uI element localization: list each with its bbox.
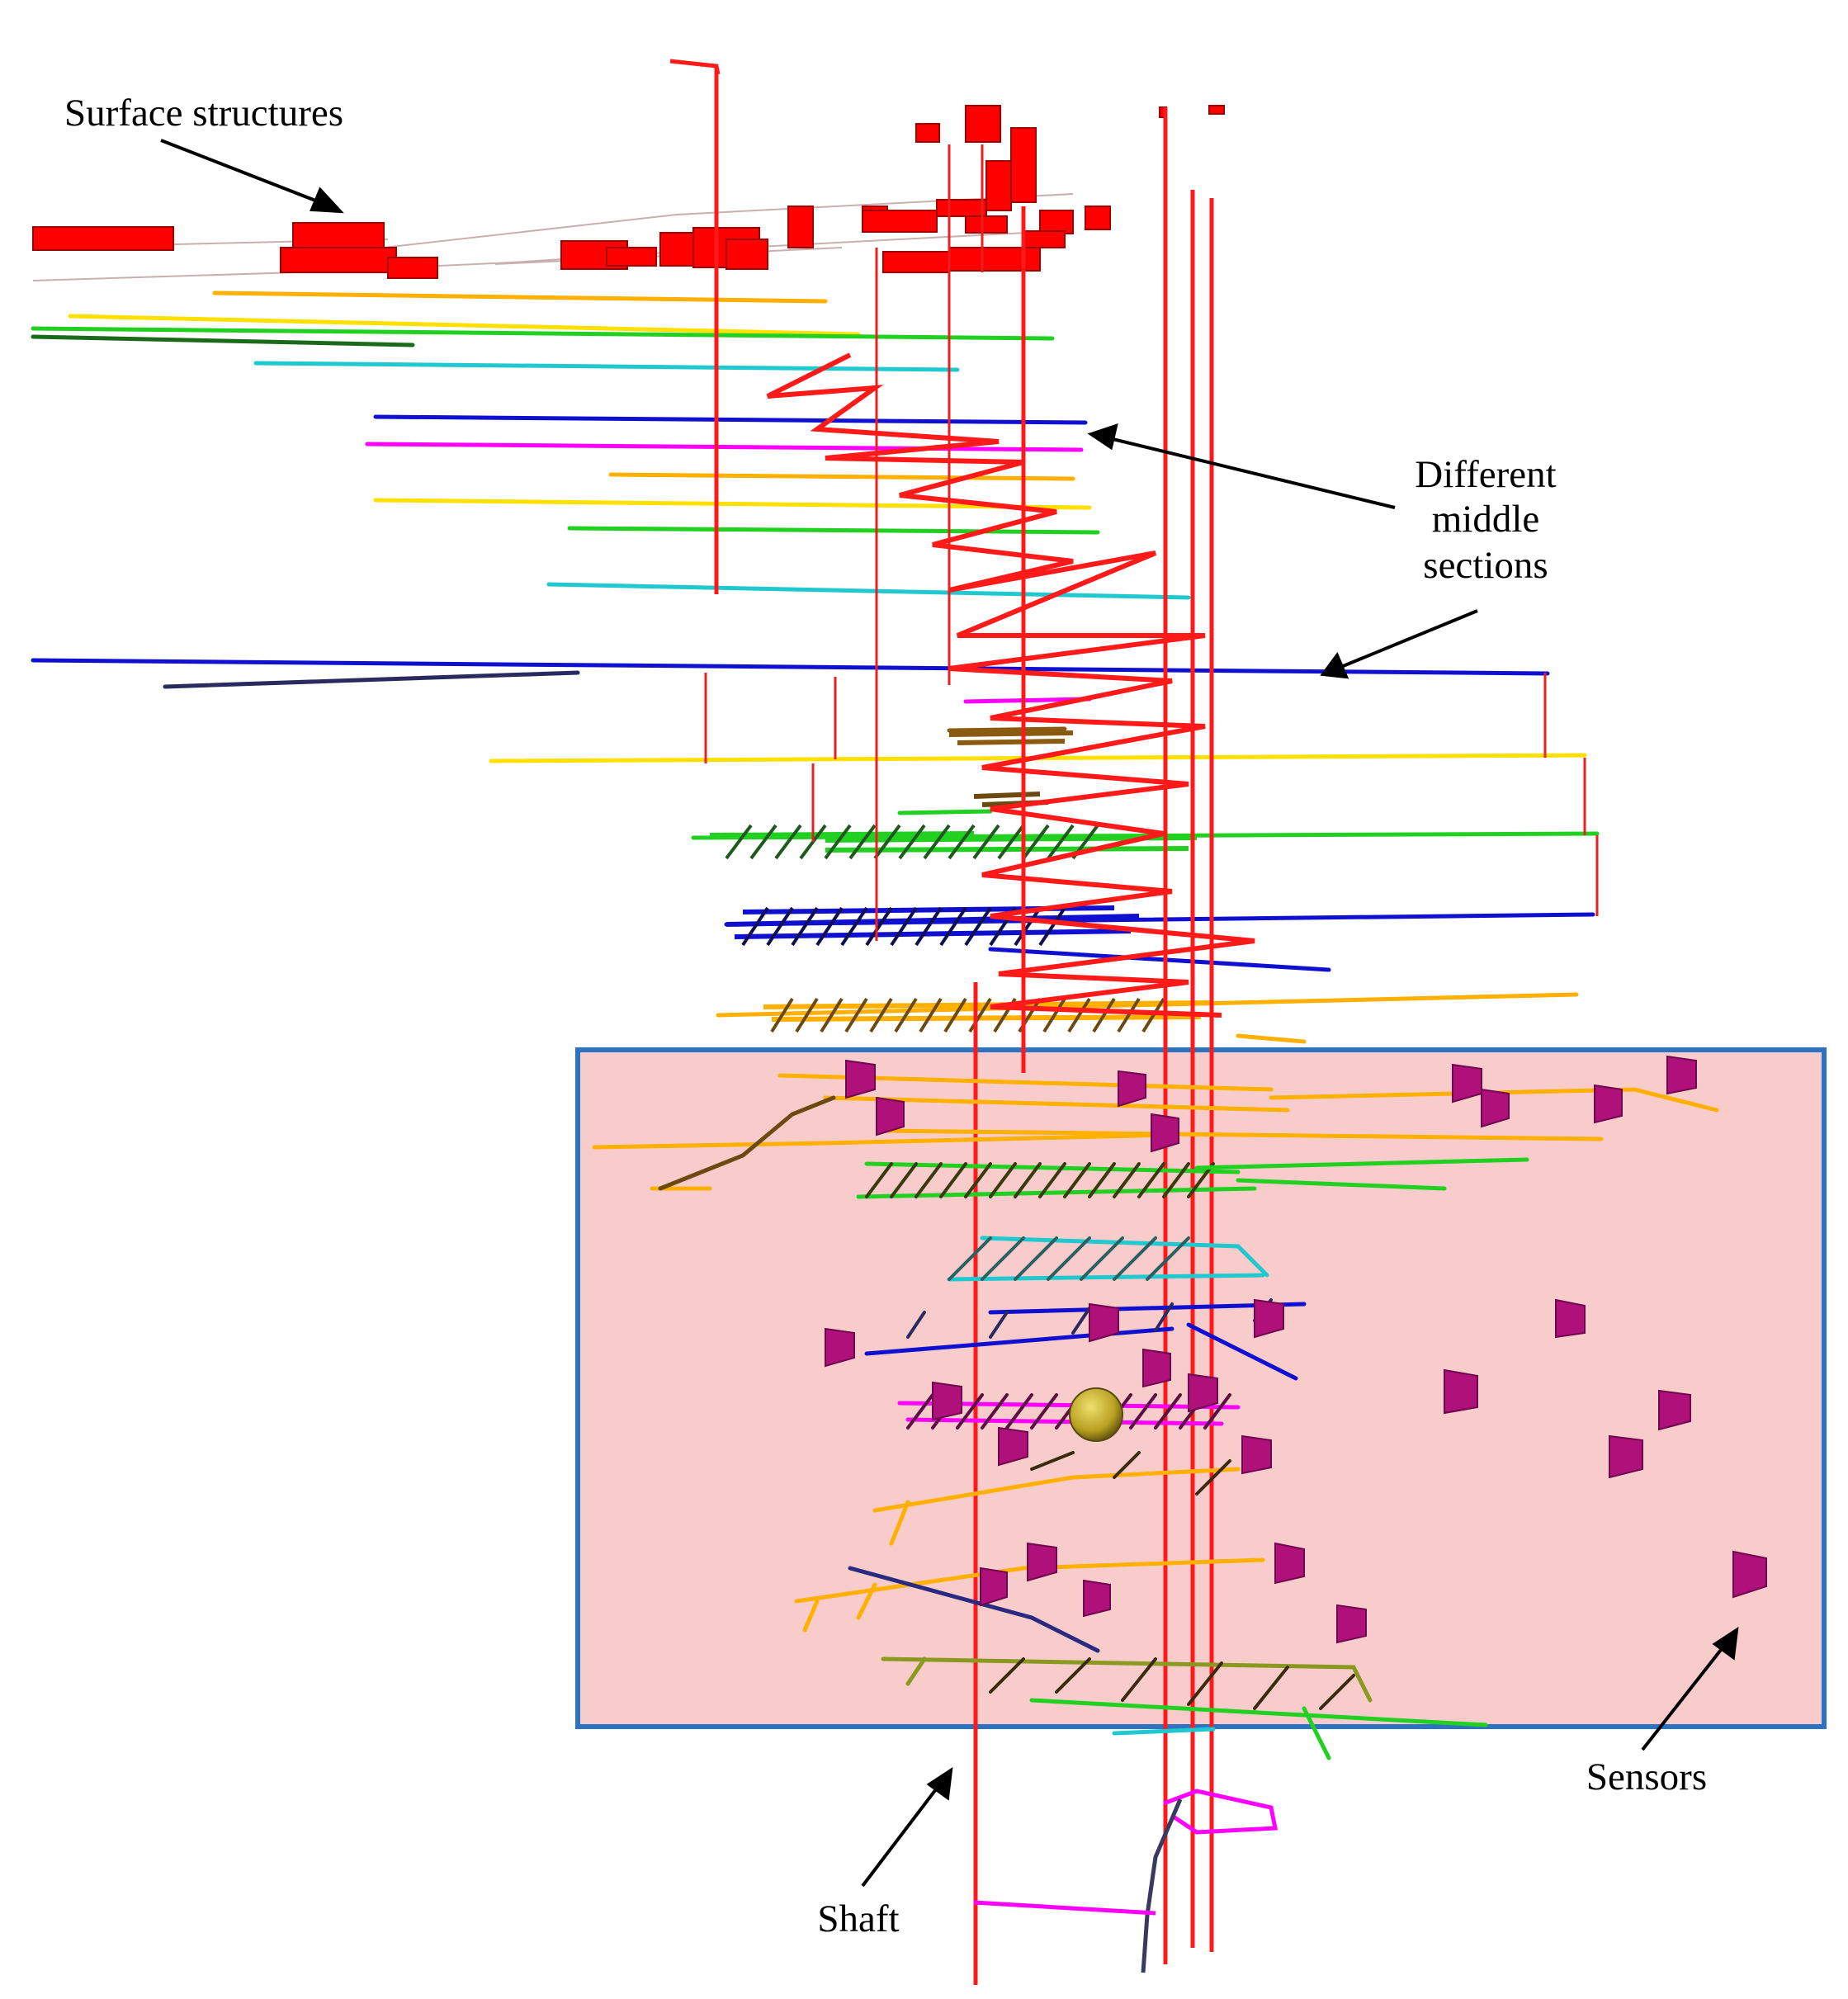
sensor-marker xyxy=(1027,1542,1057,1582)
sensor-marker xyxy=(1481,1088,1510,1128)
sensor-marker xyxy=(876,1096,905,1137)
event-source-marker xyxy=(1069,1387,1123,1442)
sensor-marker xyxy=(825,1327,855,1368)
label-sensors: Sensors xyxy=(1586,1756,1707,1798)
label-shaft: Shaft xyxy=(817,1897,899,1940)
sensor-marker xyxy=(1732,1550,1767,1599)
annotation-labels: Surface structures Different middle sect… xyxy=(64,92,1707,1940)
sensor-marker xyxy=(1555,1298,1586,1339)
sensor-marker xyxy=(1241,1434,1272,1475)
arrowhead-middle-lower xyxy=(1320,651,1349,679)
sensor-marker xyxy=(1083,1579,1111,1618)
arrowhead-middle-upper xyxy=(1087,423,1118,451)
sensors xyxy=(825,1055,1767,1644)
arrowhead-surface xyxy=(310,187,344,214)
sensor-marker xyxy=(1666,1055,1697,1095)
arrowhead-sensors xyxy=(1712,1626,1739,1661)
sensor-marker xyxy=(845,1059,876,1099)
sensor-marker xyxy=(1594,1084,1623,1124)
sensor-marker xyxy=(1609,1434,1643,1479)
sensor-marker xyxy=(932,1381,962,1421)
label-middle-sections-3: sections xyxy=(1423,544,1548,587)
surface-structures xyxy=(32,105,1225,279)
sensor-marker xyxy=(1254,1298,1284,1339)
level-connectors xyxy=(704,144,1599,941)
label-middle-sections-2: middle xyxy=(1432,498,1540,541)
sensor-marker xyxy=(1089,1302,1119,1343)
deep-workings xyxy=(973,1789,1278,1973)
sensor-marker xyxy=(1658,1389,1691,1431)
sensor-marker xyxy=(980,1567,1008,1607)
sensor-marker xyxy=(1274,1542,1305,1585)
annotation-arrows xyxy=(160,139,1739,1888)
lower-levels xyxy=(592,1073,1719,1760)
sensor-marker xyxy=(1151,1113,1179,1153)
surface-headframes xyxy=(669,59,721,75)
label-middle-sections-1: Different xyxy=(1415,453,1556,496)
sensor-marker xyxy=(1188,1373,1218,1413)
upper-levels xyxy=(31,291,1600,1044)
sensor-marker xyxy=(1336,1604,1367,1644)
sensor-marker xyxy=(1444,1368,1478,1415)
sensor-marker xyxy=(1142,1348,1171,1388)
shafts xyxy=(714,66,1214,1985)
spiral-ramp xyxy=(766,352,1255,1018)
label-surface-structures: Surface structures xyxy=(64,92,343,135)
sensor-marker xyxy=(1118,1070,1146,1108)
arrowhead-shaft xyxy=(926,1766,953,1801)
sensor-marker xyxy=(998,1426,1028,1467)
